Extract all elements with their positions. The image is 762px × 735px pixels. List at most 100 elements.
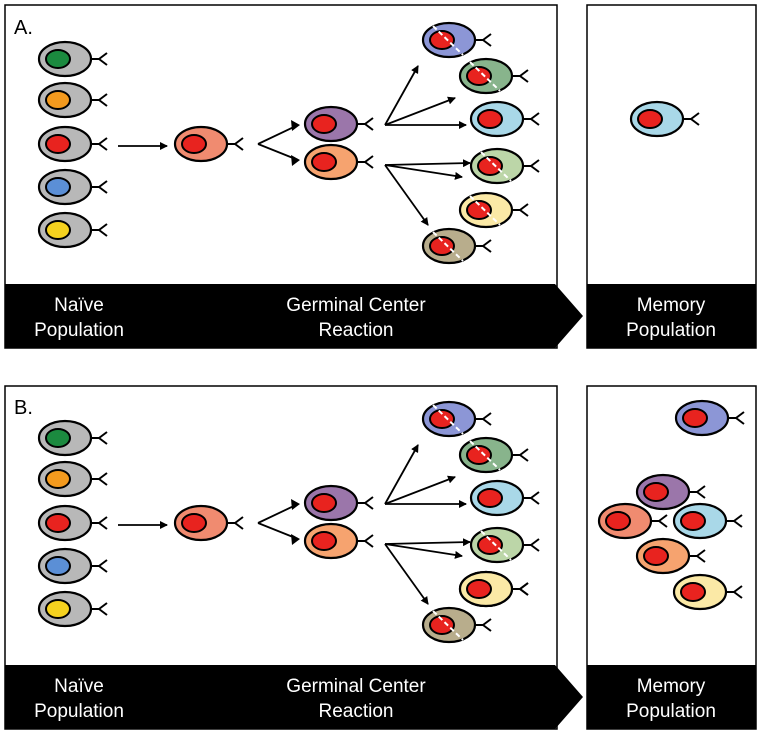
cell-nucleus [477, 535, 503, 555]
mutation-mark [480, 151, 512, 182]
memory-cell [672, 573, 743, 611]
cell-nucleus [682, 408, 708, 428]
cell-nucleus [466, 445, 492, 465]
gc-cell [303, 105, 374, 143]
arrow [384, 543, 429, 605]
arrow [384, 96, 456, 126]
antibody-receptor-icon [357, 155, 374, 169]
arrow [384, 475, 456, 505]
antibody-receptor-icon [475, 412, 492, 426]
antibody-receptor-icon [651, 514, 668, 528]
antibody-receptor-icon [523, 538, 540, 552]
gc-cell [469, 147, 540, 185]
gc-cell [303, 143, 374, 181]
founder-cell [173, 504, 244, 542]
antibody-receptor-icon [512, 582, 529, 596]
antibody-receptor-icon [523, 159, 540, 173]
cell-nucleus [429, 236, 455, 256]
gc-cell [458, 191, 529, 229]
gc-cell [421, 606, 492, 644]
cell-nucleus [680, 511, 706, 531]
naive-cell [37, 40, 108, 78]
antibody-receptor-icon [689, 485, 706, 499]
panel-b-letter: B. [14, 397, 33, 419]
naive-cell [37, 168, 108, 206]
antibody-receptor-icon [91, 472, 108, 486]
panel-a-naive-label-line1: Naïve [54, 295, 104, 316]
antibody-receptor-icon [475, 618, 492, 632]
panel-a-naive-label-line2: Population [34, 320, 124, 341]
naive-cell [37, 81, 108, 119]
panel-a-letter: A. [14, 17, 33, 39]
panel-a-memory-label-line1: Memory [637, 295, 706, 316]
naive-cell [37, 460, 108, 498]
gc-cell [469, 100, 540, 138]
gc-cell [421, 400, 492, 438]
naive-cell [37, 211, 108, 249]
cell-nucleus [311, 114, 337, 134]
cell-nucleus [429, 409, 455, 429]
panel-b: B. Naïve Population Germinal Center Reac… [4, 385, 757, 730]
arrow [384, 164, 463, 180]
antibody-receptor-icon [523, 112, 540, 126]
cell-nucleus [637, 109, 663, 129]
antibody-receptor-icon [475, 239, 492, 253]
cell-nucleus [45, 90, 71, 110]
panel-a: A. Naïve Population Germinal Center Reac… [4, 4, 757, 349]
cell-nucleus [477, 488, 503, 508]
antibody-receptor-icon [91, 223, 108, 237]
cell-nucleus [45, 469, 71, 489]
naive-cell [37, 590, 108, 628]
antibody-receptor-icon [726, 585, 743, 599]
panel-b-memory-band [587, 665, 756, 729]
antibody-receptor-icon [728, 411, 745, 425]
cell-nucleus [311, 493, 337, 513]
antibody-receptor-icon [683, 112, 700, 126]
panel-b-gc-label-line1: Germinal Center [286, 676, 426, 697]
cell-nucleus [429, 30, 455, 50]
gc-cell [458, 57, 529, 95]
antibody-receptor-icon [512, 448, 529, 462]
cell-nucleus [45, 134, 71, 154]
antibody-receptor-icon [512, 203, 529, 217]
cell-nucleus [45, 49, 71, 69]
memory-cell [674, 399, 745, 437]
mutation-mark [469, 61, 501, 92]
antibody-receptor-icon [689, 549, 706, 563]
naive-cell [37, 504, 108, 542]
antibody-receptor-icon [357, 117, 374, 131]
memory-cell [597, 502, 668, 540]
antibody-receptor-icon [91, 52, 108, 66]
panel-a-memory-band [587, 284, 756, 348]
gc-cell [458, 570, 529, 608]
antibody-receptor-icon [91, 93, 108, 107]
mutation-mark [480, 530, 512, 561]
antibody-receptor-icon [726, 514, 743, 528]
mutation-mark [469, 195, 501, 226]
antibody-receptor-icon [91, 516, 108, 530]
cell-nucleus [181, 513, 207, 533]
arrow [384, 159, 471, 168]
panel-b-memory-label-line1: Memory [637, 676, 706, 697]
cell-nucleus [643, 546, 669, 566]
panel-a-memory-label-line2: Population [626, 320, 716, 341]
antibody-receptor-icon [475, 33, 492, 47]
mutation-mark [432, 404, 464, 435]
naive-cell [37, 547, 108, 585]
cell-nucleus [45, 428, 71, 448]
antibody-receptor-icon [227, 516, 244, 530]
naive-cell [37, 419, 108, 457]
mutation-mark [432, 610, 464, 641]
panel-b-memory-label-line2: Population [626, 701, 716, 722]
antibody-receptor-icon [357, 496, 374, 510]
arrowhead-icon [291, 120, 300, 166]
antibody-receptor-icon [91, 602, 108, 616]
arrow [384, 444, 419, 505]
antibody-receptor-icon [523, 491, 540, 505]
memory-cell [629, 100, 700, 138]
cell-nucleus [45, 599, 71, 619]
antibody-receptor-icon [91, 137, 108, 151]
memory-cell [672, 502, 743, 540]
gc-cell [469, 526, 540, 564]
cell-nucleus [477, 109, 503, 129]
